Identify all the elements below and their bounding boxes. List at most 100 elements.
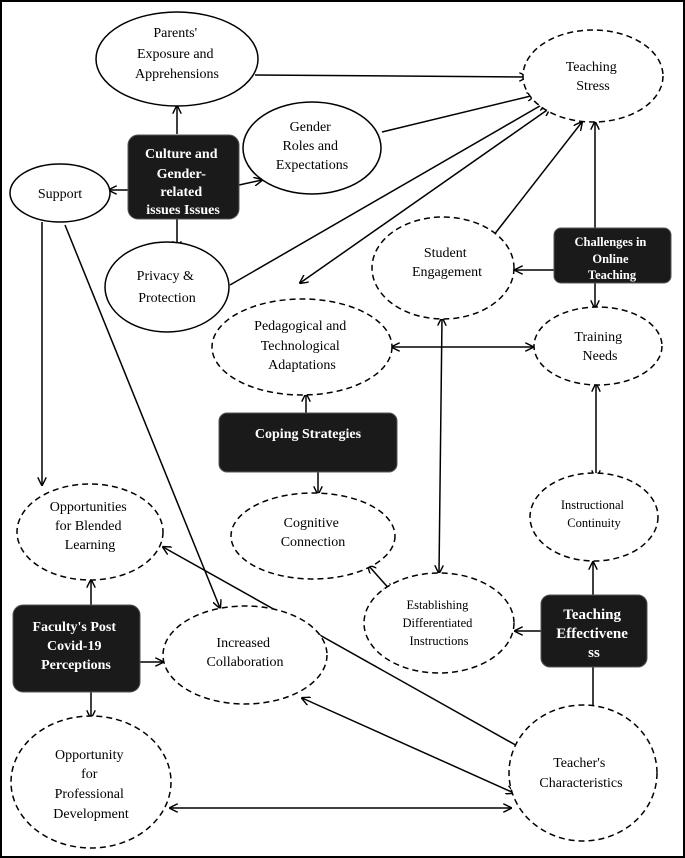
challenges-online-line-3: Teaching [588, 268, 637, 282]
node-support: Support [9, 163, 111, 223]
node-teaching-stress: Teaching Stress [522, 29, 664, 123]
opportunities-blended-line-1: Opportunities [50, 500, 127, 515]
svg-text:Challenges in Online: Challenges in Online Teaching [574, 235, 649, 282]
opportunities-blended-line-3: Learning [65, 538, 116, 553]
svg-text:Instructional Continuity: Instructional Continuity [561, 498, 627, 530]
differentiated-line-3: Instructions [409, 634, 468, 648]
svg-text:Privacy & Protection: Privacy & Protection [137, 269, 198, 306]
teachers-characteristics-line-1: Teacher's [553, 756, 605, 771]
edge-gender-to-stress [381, 95, 535, 133]
node-teachers-characteristics: Teacher's Characteristics [508, 704, 658, 842]
professional-dev-line-2: for [81, 767, 98, 782]
svg-text:Coping Strategies: Coping Strategies [255, 427, 362, 442]
edge-support-to-collaboration [64, 224, 220, 608]
node-parents-exposure: Parents' Exposure and Apprehensions [95, 11, 259, 107]
svg-text:Increased Collaboration: Increased Collaboration [207, 636, 284, 670]
privacy-line-2: Protection [138, 291, 196, 306]
student-engagement-line-2: Engagement [412, 265, 482, 280]
edge-engagement-to-stress [489, 122, 582, 241]
teaching-effectiveness-line-3: ss [588, 645, 600, 661]
differentiated-line-2: Differentiated [403, 616, 474, 630]
svg-text:Teaching Stress: Teaching Stress [566, 60, 621, 94]
faculty-post-covid-line-1: Faculty's Post [32, 620, 116, 635]
instructional-continuity-line-1: Instructional [561, 498, 625, 512]
faculty-post-covid-line-2: Covid-19 [47, 639, 101, 654]
privacy-line-1: Privacy & [137, 269, 194, 284]
node-privacy: Privacy & Protection [104, 241, 230, 333]
edge-culture-to-gender [238, 180, 262, 185]
svg-text:Pedagogical and Technolo: Pedagogical and Technological Adaptation… [254, 319, 350, 373]
faculty-post-covid-line-3: Perceptions [41, 658, 111, 673]
edge-parents-to-stress [254, 75, 527, 77]
parents-exposure-line-2: Exposure and [137, 47, 214, 62]
svg-text:Culture and Gender-: Culture and Gender- related issues Issue… [145, 147, 221, 218]
svg-text:Teacher's Characteristic: Teacher's Characteristics [539, 756, 622, 791]
parents-exposure-line-3: Apprehensions [135, 67, 219, 82]
student-engagement-line-1: Student [424, 246, 467, 261]
training-needs-line-2: Needs [583, 349, 618, 364]
teaching-effectiveness-line-2: Effectivene [556, 626, 628, 642]
node-coping-strategies: Coping Strategies [218, 412, 398, 473]
edge-stress-to-pedagogical [300, 108, 550, 283]
professional-dev-line-3: Professional [55, 787, 124, 802]
differentiated-line-1: Establishing [407, 598, 470, 612]
increased-collaboration-line-2: Collaboration [207, 655, 284, 670]
svg-text:Opportunities for Blende: Opportunities for Blended Learning [50, 500, 131, 553]
svg-text:Opportunity for Pr: Opportunity for Professional Development [53, 748, 129, 822]
svg-text:Student Engagement: Student Engagement [412, 246, 482, 280]
node-pedagogical: Pedagogical and Technological Adaptation… [211, 298, 393, 396]
svg-text:Establishing Differentia: Establishing Differentiated Instructions [403, 598, 476, 648]
node-student-engagement: Student Engagement [371, 216, 515, 320]
svg-text:Parents' Exposure and: Parents' Exposure and Apprehensions [135, 26, 219, 82]
gender-roles-line-1: Gender [290, 120, 332, 135]
node-challenges-online: Challenges in Online Teaching [553, 227, 672, 284]
opportunities-blended-line-2: for Blended [55, 519, 121, 534]
coping-strategies-label: Coping Strategies [255, 427, 362, 442]
node-training-needs: Training Needs [533, 306, 663, 386]
teaching-stress-line-1: Teaching [566, 60, 617, 75]
gender-roles-line-3: Expectations [276, 158, 348, 173]
culture-gender-line-1: Culture and [145, 147, 218, 162]
node-teaching-effectiveness: Teaching Effectivene ss [540, 594, 648, 668]
teaching-effectiveness-line-1: Teaching [563, 607, 621, 623]
professional-dev-line-4: Development [53, 807, 129, 822]
gender-roles-line-2: Roles and [282, 139, 338, 154]
pedagogical-line-1: Pedagogical and [254, 319, 346, 334]
pedagogical-line-3: Adaptations [268, 358, 336, 373]
cognitive-connection-line-1: Cognitive [284, 516, 339, 531]
professional-dev-line-1: Opportunity [55, 748, 123, 763]
node-differentiated: Establishing Differentiated Instructions [363, 572, 515, 674]
edge-collaboration-characteristics [302, 698, 514, 793]
increased-collaboration-line-1: Increased [216, 636, 270, 651]
node-gender-roles: Gender Roles and Expectations [242, 101, 382, 195]
node-culture-gender: Culture and Gender- related issues Issue… [127, 134, 240, 220]
svg-text:Gender Roles and E: Gender Roles and Expectations [276, 120, 348, 173]
teaching-stress-line-2: Stress [576, 79, 609, 94]
svg-text:Faculty's Post Covid-19: Faculty's Post Covid-19 Perceptions [32, 620, 119, 673]
pedagogical-line-2: Technological [261, 339, 340, 354]
node-cognitive-connection: Cognitive Connection [230, 492, 396, 580]
culture-gender-line-2: Gender- [157, 167, 207, 182]
support-label: Support [38, 187, 82, 202]
cognitive-connection-line-2: Connection [281, 535, 346, 550]
node-increased-collaboration: Increased Collaboration [162, 605, 328, 705]
culture-gender-line-3: related [160, 185, 202, 200]
node-opportunities-blended: Opportunities for Blended Learning [16, 483, 164, 581]
connectors [42, 75, 596, 808]
culture-gender-line-4: issues Issues [146, 203, 220, 218]
node-professional-dev: Opportunity for Professional Development [10, 715, 172, 849]
challenges-online-line-1: Challenges in [574, 235, 646, 249]
svg-text:Cognitive Connection: Cognitive Connection [281, 516, 346, 550]
edge-engagement-differentiated [439, 318, 442, 573]
training-needs-line-1: Training [574, 330, 622, 345]
challenges-online-line-2: Online [592, 252, 629, 266]
node-instructional-continuity: Instructional Continuity [529, 472, 659, 562]
parents-exposure-line-1: Parents' [153, 26, 197, 41]
svg-text:Training Needs: Training Needs [574, 330, 625, 364]
svg-text:Teaching Effectivene: Teaching Effectivene ss [556, 607, 631, 661]
svg-text:Support: Support [38, 187, 82, 202]
teachers-characteristics-line-2: Characteristics [539, 776, 622, 791]
